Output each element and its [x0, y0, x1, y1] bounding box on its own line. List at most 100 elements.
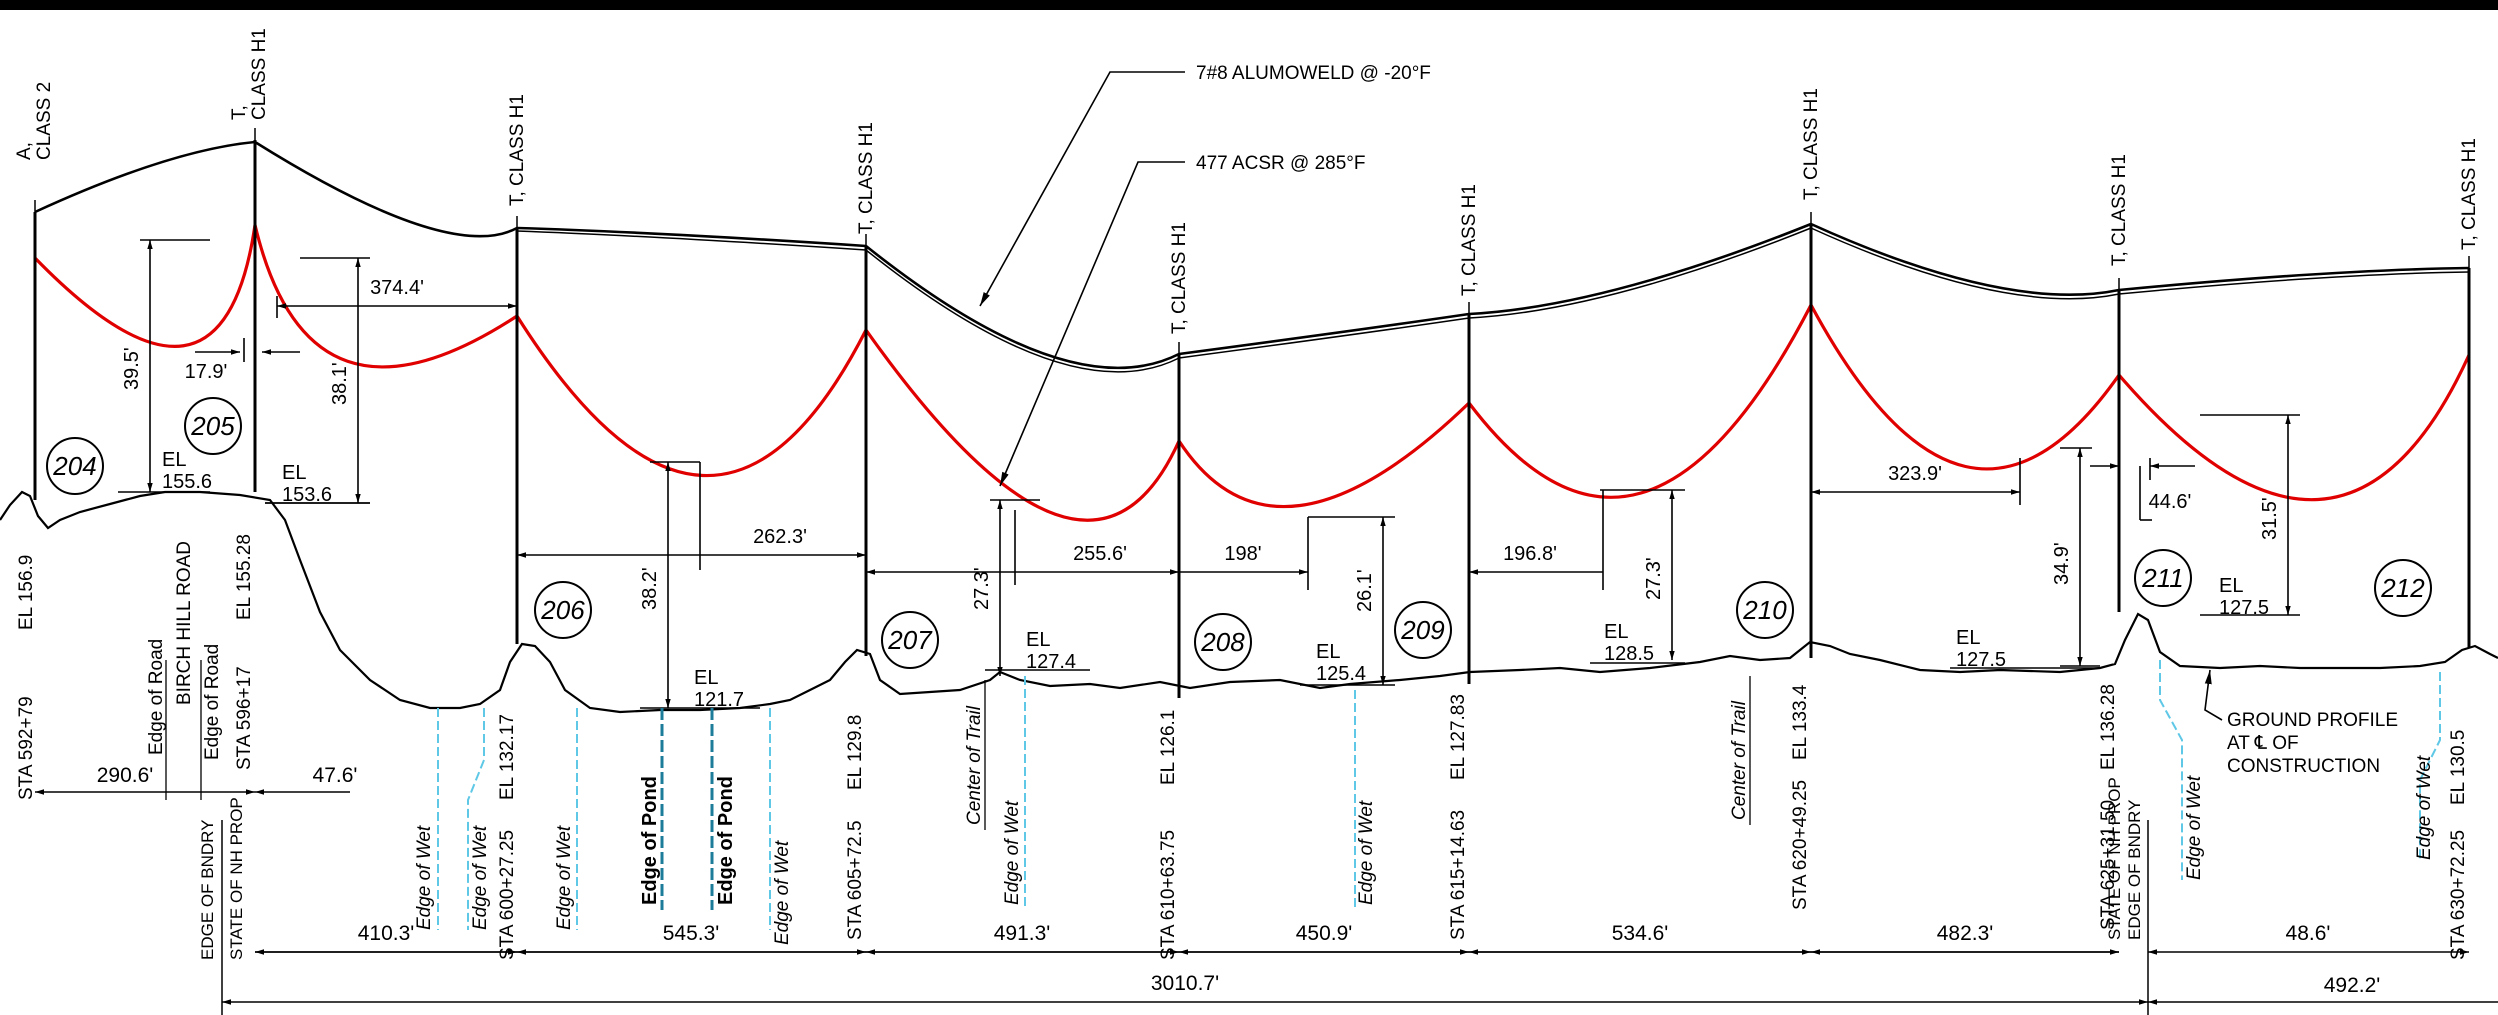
structure-207-type: T, CLASS H1: [856, 122, 877, 234]
elevation-204-label: EL 156.9: [16, 555, 37, 630]
svg-text:207: 207: [887, 625, 933, 655]
shield-wire-callout: 7#8 ALUMOWELD @ -20°F: [979, 63, 1431, 307]
structure-210-marker: 210: [1736, 581, 1794, 639]
elevation-205-label: EL 155.28: [234, 534, 255, 620]
total-3010-label: 3010.7': [1151, 972, 1219, 995]
span-48-label: 48.6': [2286, 922, 2331, 945]
structure-211-type: T, CLASS H1: [2109, 154, 2130, 266]
dim-17-label: 17.9': [185, 361, 228, 383]
station-211-label: STA 625+31.50: [2098, 800, 2119, 930]
span-545-label: 545.3': [663, 922, 720, 945]
span-47-label: 47.6': [313, 764, 358, 787]
boundary-label-1a: EDGE OF BNDRY: [198, 820, 217, 960]
span-290-label: 290.6': [97, 764, 154, 787]
wetland-edge-lines: [437, 660, 2441, 930]
dim-262-label: 262.3': [753, 526, 807, 548]
elevation-211-label: EL 136.28: [2098, 684, 2119, 770]
edge-of-road-right: Edge of Road: [202, 644, 223, 760]
span-dimensions: [35, 789, 2498, 1005]
span-410-label: 410.3': [358, 922, 415, 945]
structure-208-marker: 208: [1194, 613, 1252, 671]
boundary-label-2a: STATE OF NH PROP: [2105, 777, 2124, 940]
svg-text:GROUND PROFILE AT ℄ OF: GROUND PROFILE AT ℄ OF CONSTRUCTION: [2227, 710, 2403, 777]
dim-31-label: 31.5': [2259, 497, 2281, 540]
edge-of-wet-label-1: Edge of Wet: [414, 825, 435, 930]
span-450-label: 450.9': [1296, 922, 1353, 945]
dim-323-label: 323.9': [1888, 463, 1942, 485]
structure-205-type: T,CLASS H1: [229, 28, 270, 120]
dim-34-label: 34.9': [2051, 542, 2073, 585]
svg-text:477 ACSR @ 285°F: 477 ACSR @ 285°F: [1196, 153, 1365, 174]
svg-text:208: 208: [1200, 627, 1245, 657]
edge-of-road-left: Edge of Road: [146, 639, 167, 755]
edge-of-wet-label-8: Edge of Wet: [2414, 755, 2435, 860]
svg-text:212: 212: [2380, 573, 2425, 603]
edge-of-wet-label-3: Edge of Wet: [554, 825, 575, 930]
svg-text:205: 205: [190, 411, 235, 441]
structure-211-marker: 211: [2134, 549, 2192, 607]
total-492-label: 492.2': [2324, 974, 2381, 997]
station-205-label: STA 596+17: [234, 666, 255, 770]
boundary-label-2b: EDGE OF BNDRY: [2125, 800, 2144, 940]
span-491-label: 491.3': [994, 922, 1051, 945]
edge-of-wet-label-4: Edge of Wet: [772, 840, 793, 945]
svg-text:204: 204: [52, 451, 96, 481]
road-name-label: BIRCH HILL ROAD: [174, 541, 195, 705]
edge-of-pond-label-1: Edge of Pond: [639, 776, 661, 905]
structure-204-type: A,CLASS 2: [14, 82, 55, 160]
ground-profile-callout: GROUND PROFILE AT ℄ OF CONSTRUCTION: [2204, 669, 2403, 777]
elevation-209-label: EL 127.83: [1448, 694, 1469, 780]
dim-38-2-label: 38.2': [639, 567, 661, 610]
edge-of-pond-label-2: Edge of Pond: [715, 776, 737, 905]
edge-of-wet-label-6: Edge of Wet: [1356, 800, 1377, 905]
structure-212-type: T, CLASS H1: [2459, 138, 2480, 250]
center-of-trail-label-1: Center of Trail: [964, 705, 985, 825]
dim-196-label: 196.8': [1503, 543, 1557, 565]
span-482-label: 482.3': [1937, 922, 1994, 945]
structure-poles: [33, 140, 2471, 698]
station-206-label: STA 600+27.25: [497, 830, 518, 960]
dim-39-label: 39.5': [121, 347, 143, 390]
conductor-sag-curves: [33, 224, 2471, 522]
center-of-trail-label-2: Center of Trail: [1729, 700, 1750, 820]
dim-198-label: 198': [1224, 543, 1261, 565]
structure-210-type: T, CLASS H1: [1801, 88, 1822, 200]
ground-profile-line: [0, 490, 2498, 714]
station-209-label: STA 615+14.63: [1448, 810, 1469, 940]
structure-206-type: T, CLASS H1: [507, 94, 528, 206]
svg-text:7#8 ALUMOWELD @ -20°F: 7#8 ALUMOWELD @ -20°F: [1196, 63, 1431, 84]
boundary-label-1b: STATE OF NH PROP: [227, 797, 246, 960]
edge-of-wet-label-7: Edge of Wet: [2184, 775, 2205, 880]
structure-208-type: T, CLASS H1: [1169, 222, 1190, 334]
conductor-callout: 477 ACSR @ 285°F: [999, 153, 1365, 487]
structure-205-marker: 205: [184, 397, 242, 455]
dim-38-1-label: 38.1': [329, 362, 351, 405]
elevation-206-label: EL 132.17: [497, 714, 518, 800]
dim-374-label: 374.4': [370, 277, 424, 299]
pond-edge-lines: [660, 708, 714, 910]
edge-of-wet-label-5: Edge of Wet: [1002, 800, 1023, 905]
dim-44-label: 44.6': [2149, 491, 2192, 513]
elevation-210-label: EL 133.4: [1790, 684, 1811, 760]
edge-of-wet-label-2: Edge of Wet: [470, 825, 491, 930]
station-207-label: STA 605+72.5: [845, 820, 866, 940]
svg-text:209: 209: [1400, 615, 1444, 645]
elevation-208-label: EL 126.1: [1158, 710, 1179, 785]
elevation-207-label: EL 129.8: [845, 715, 866, 790]
dim-27-3-b-label: 27.3': [1643, 557, 1665, 600]
span-534-label: 534.6': [1612, 922, 1669, 945]
svg-text:211: 211: [2141, 563, 2183, 593]
station-210-label: STA 620+49.25: [1790, 780, 1811, 910]
shield-wire-sag-curves: [34, 140, 2470, 373]
dim-255-label: 255.6': [1073, 543, 1127, 565]
clearance-dimensions: [140, 239, 2300, 708]
station-204-label: STA 592+79: [16, 696, 37, 800]
structure-206-marker: 206: [534, 581, 592, 639]
structure-212-marker: 212: [2374, 559, 2432, 617]
